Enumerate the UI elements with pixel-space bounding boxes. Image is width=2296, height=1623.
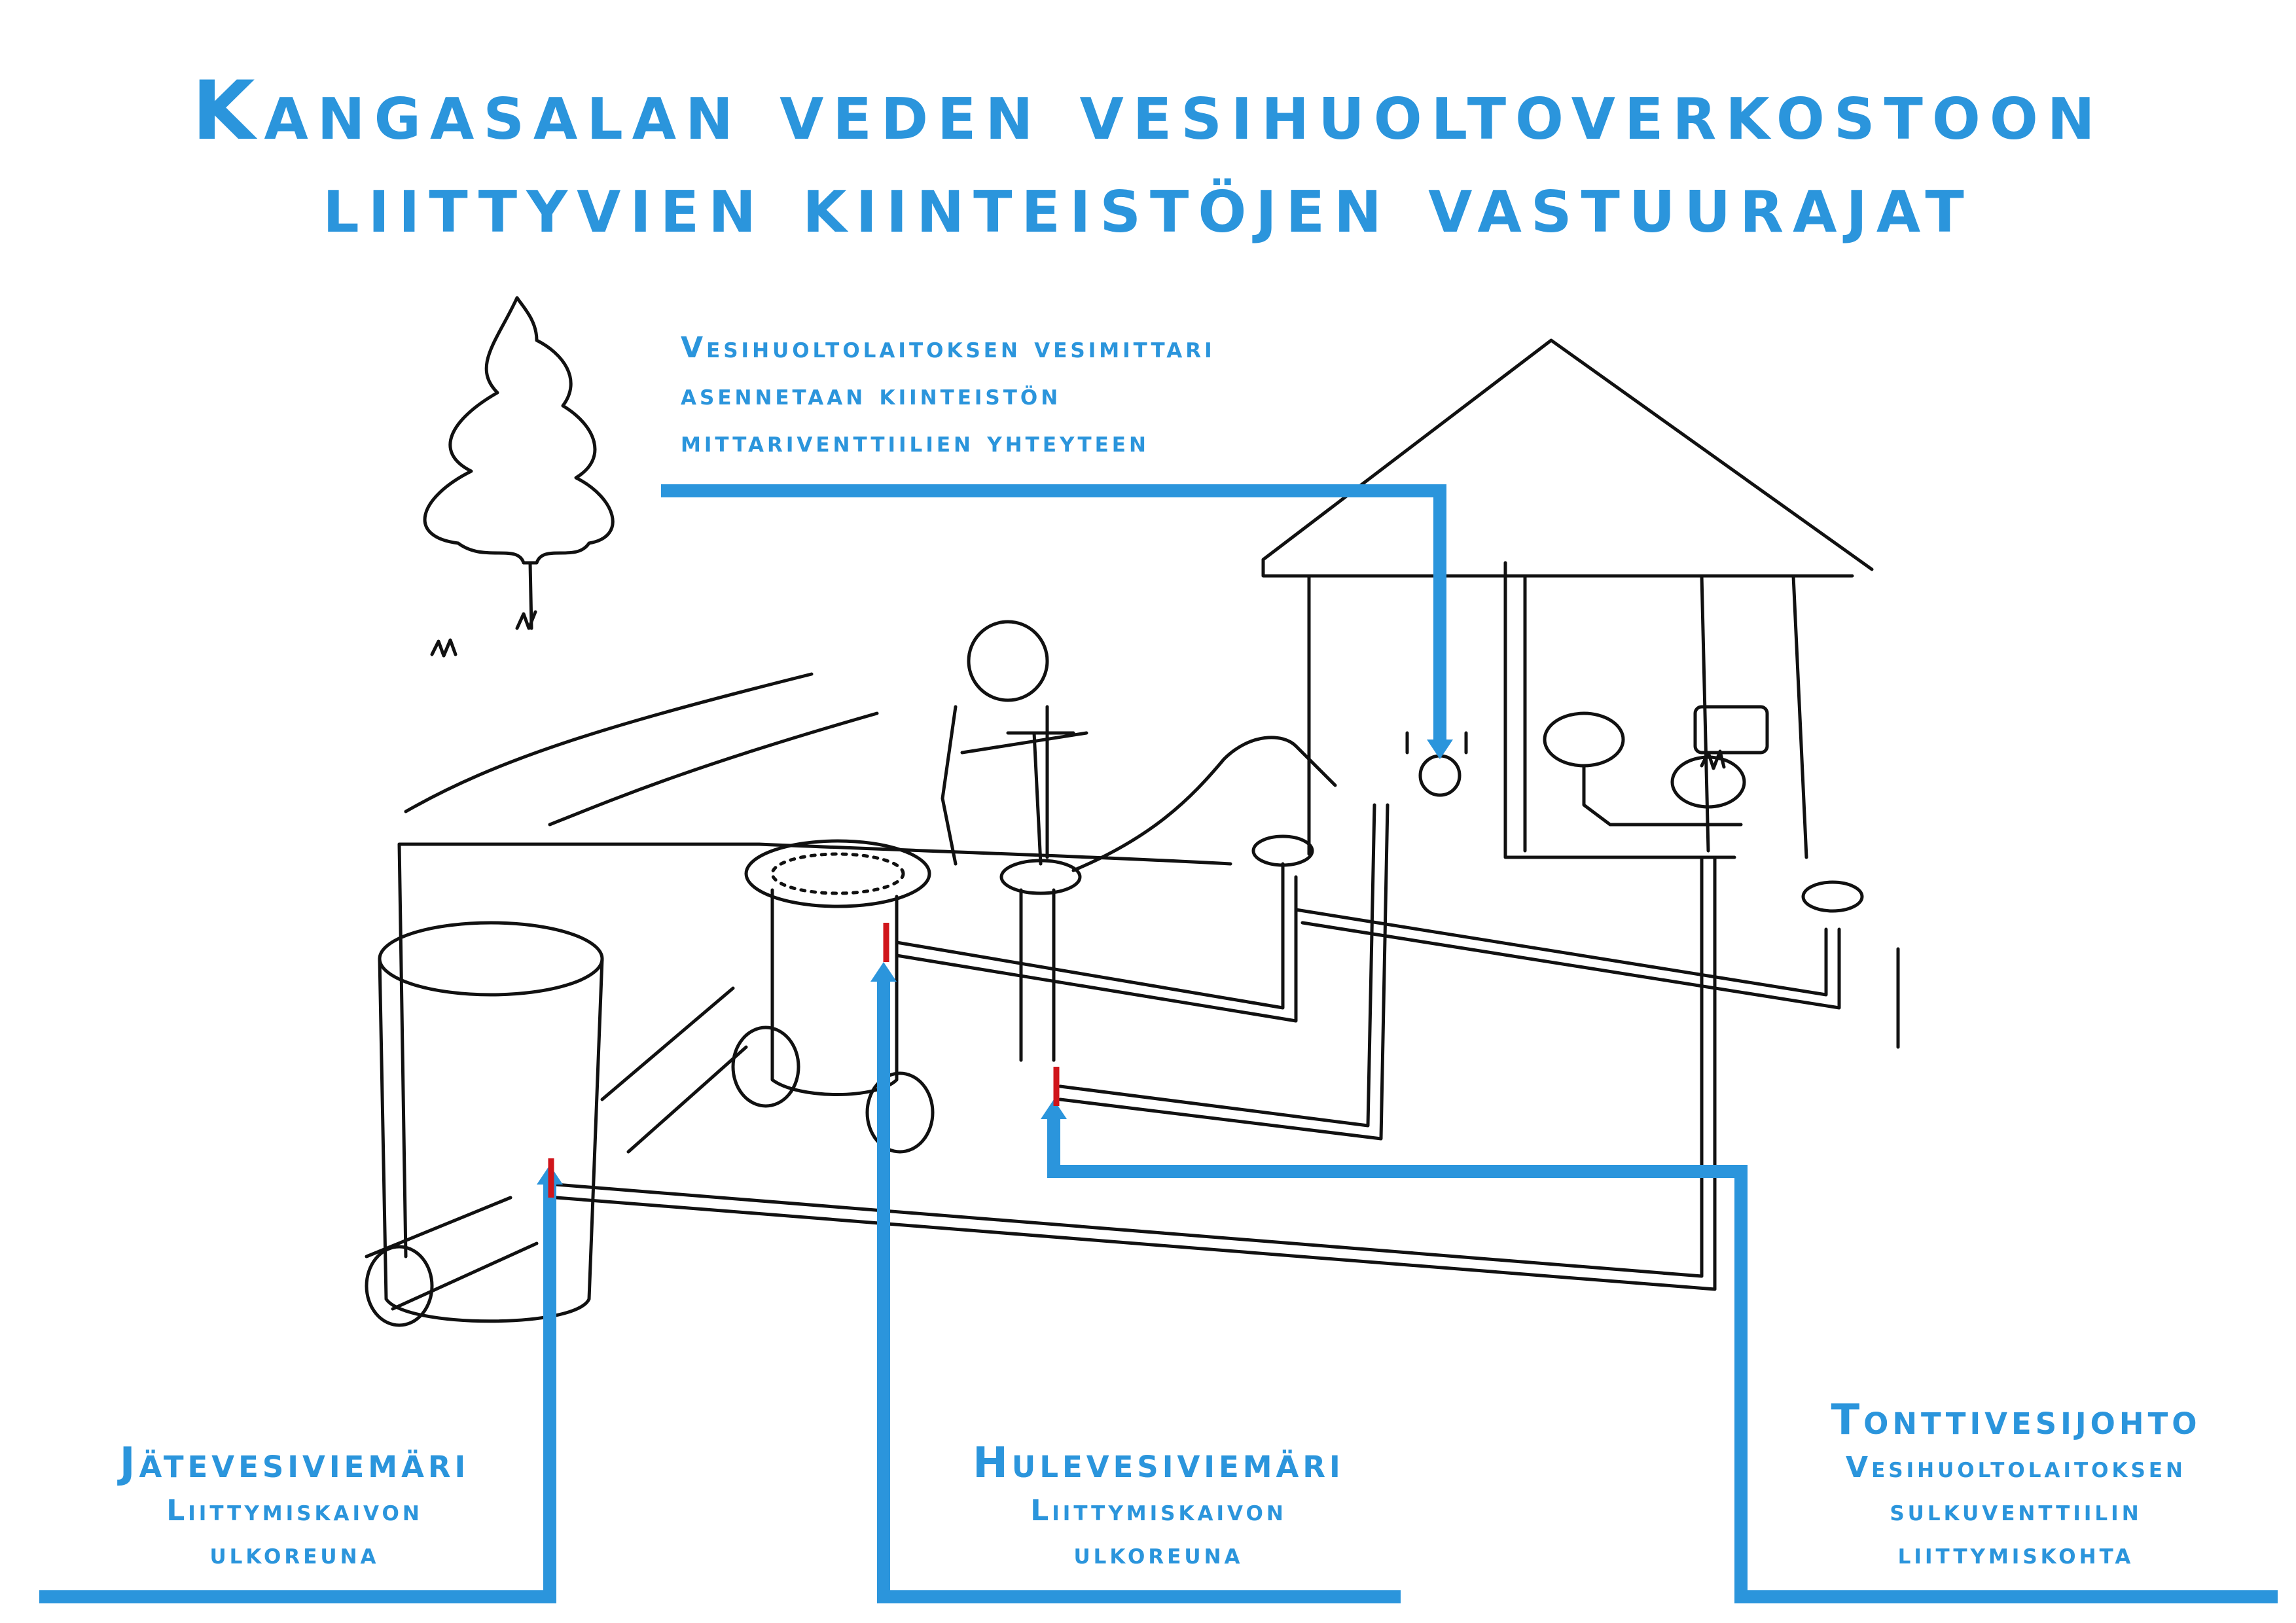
toilet-tank-icon	[1693, 705, 1769, 755]
house-outline	[1261, 338, 1874, 859]
road-outline	[397, 672, 1232, 866]
ground-line	[397, 842, 1900, 1258]
roof-drain-pipe	[1294, 908, 1841, 1010]
meter-valve-handles	[1405, 731, 1468, 755]
grass-icon	[430, 610, 1726, 770]
hulevesi-heading: Hulevesiviemäri	[973, 1439, 1344, 1488]
water-service-pipe	[1058, 803, 1390, 1141]
hulevesi-label-group: Hulevesiviemäri Liittymiskaivon ulkoreun…	[897, 1437, 1420, 1576]
water-meter-icon	[1418, 754, 1462, 797]
tree-icon	[423, 296, 615, 630]
sewer-pipe-main	[365, 1196, 539, 1311]
pipe-segment	[600, 986, 748, 1154]
jatevesi-line-2: ulkoreuna	[209, 1537, 380, 1571]
sink-drain	[1582, 764, 1743, 827]
tonttivesi-line-2: sulkuventtiilin	[1890, 1494, 2142, 1527]
jatevesi-label-group: Jätevesiviemäri Liittymiskaivon ulkoreun…	[52, 1437, 537, 1576]
tonttivesi-heading: Tonttivesijohto	[1831, 1396, 2201, 1444]
jatevesi-leader-line	[39, 1178, 556, 1603]
worker-head-icon	[967, 620, 1049, 702]
sink-icon	[1543, 711, 1625, 768]
worker-body	[941, 705, 1088, 866]
roof-drain-icon	[1251, 834, 1314, 867]
meter-leader-line	[661, 484, 1446, 746]
meter-arrow-icon	[1427, 740, 1453, 759]
meter-note-line-2: asennetaan kiinteistön	[681, 378, 1062, 412]
meter-note-line-3: mittariventtiilien yhteyteen	[681, 425, 1149, 459]
jatevesi-heading: Jätevesiviemäri	[119, 1439, 470, 1488]
hulevesi-leader-line	[877, 975, 1401, 1603]
wastewater-pipe	[554, 855, 1717, 1291]
hill-outline	[1071, 736, 1337, 872]
hulevesi-arrow-icon	[870, 962, 897, 982]
hulevesi-line-2: ulkoreuna	[1073, 1537, 1244, 1571]
wastewater-manhole-body	[378, 957, 604, 1323]
tonttivesi-line-3: liittymiskohta	[1897, 1537, 2134, 1571]
stormwater-manhole-top	[744, 839, 931, 908]
wastewater-manhole-top	[378, 921, 604, 997]
tonttivesi-arrow-icon	[1041, 1099, 1067, 1119]
tonttivesi-line-1: Vesihuoltolaitoksen	[1846, 1451, 2186, 1484]
jatevesi-line-1: Liittymiskaivon	[166, 1494, 423, 1527]
meter-note: Vesihuoltolaitoksen vesimittari asenneta…	[681, 325, 1215, 466]
tonttivesi-label-group: Tonttivesijohto Vesihuoltolaitoksen sulk…	[1761, 1394, 2271, 1576]
pipe-end	[731, 1026, 800, 1108]
roof-drain-icon-2	[1801, 880, 1864, 913]
hulevesi-line-1: Liittymiskaivon	[1030, 1494, 1287, 1527]
title-line-1: Kangasalan veden vesihuoltoverkostoon	[192, 64, 2104, 158]
toilet-seat-icon	[1670, 755, 1746, 809]
valve-box-icon	[999, 859, 1082, 895]
meter-note-line-1: Vesihuoltolaitoksen vesimittari	[681, 331, 1215, 365]
pipe-end-2	[865, 1071, 935, 1154]
sewer-pipe-end	[365, 1245, 434, 1327]
stormwater-manhole-body	[770, 888, 899, 1096]
title-line-2: liittyvien kiinteistöjen vastuurajat	[323, 157, 1973, 251]
house-window	[1523, 574, 1710, 853]
valve-key	[1006, 731, 1075, 866]
grate-icon	[770, 852, 905, 895]
tonttivesi-leader-line	[1047, 1113, 2278, 1603]
stormwater-pipe	[895, 862, 1298, 1023]
